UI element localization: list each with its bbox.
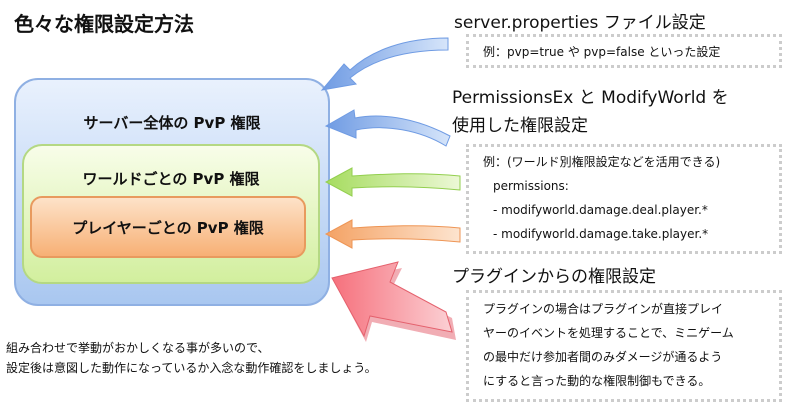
plugin-note-line2: ヤーのイベントを処理することで、ミニゲーム: [483, 326, 734, 340]
server-pvp-label: サーバー全体の PvP 権限: [83, 114, 261, 132]
plugin-note-line4: にすると言った動的な権限制御もできる。: [483, 374, 711, 388]
server-properties-note: 例：pvp=true や pvp=false といった設定: [466, 34, 782, 68]
player-pvp-box: プレイヤーごとの PvP 権限: [30, 196, 306, 258]
page-title: 色々な権限設定方法: [14, 12, 194, 36]
player-pvp-label: プレイヤーごとの PvP 権限: [72, 218, 264, 237]
arrow-plugin: [331, 261, 456, 342]
caution-note-line1: 組み合わせで挙動がおかしくなる事が多いので、: [6, 341, 270, 355]
plugin-heading: プラグインからの権限設定: [452, 267, 656, 287]
caution-note-line2: 設定後は意図した動作になっているか入念な動作確認をしましょう。: [6, 361, 377, 375]
arrow-player: [324, 219, 461, 249]
server-properties-note-text: 例：pvp=true や pvp=false といった設定: [483, 45, 721, 59]
permissionsex-note-line2: permissions:: [493, 179, 569, 193]
permissionsex-note-line1: 例：(ワールド別権限設定などを活用できる): [483, 155, 721, 169]
permissionsex-heading-line1: PermissionsEx と ModifyWorld を: [452, 88, 729, 108]
world-pvp-label: ワールドごとの PvP 権限: [82, 170, 260, 188]
permissionsex-note-line4: - modifyworld.damage.take.player.*: [493, 227, 709, 241]
server-properties-heading: server.properties ファイル設定: [454, 13, 706, 33]
permissionsex-heading: PermissionsEx と ModifyWorld を 使用した権限設定: [452, 84, 729, 140]
plugin-note-line1: プラグインの場合はプラグインが直接プレイ: [483, 302, 724, 316]
permissionsex-note: 例：(ワールド別権限設定などを活用できる) permissions: - mod…: [466, 144, 782, 254]
arrow-server-properties: [320, 37, 449, 91]
plugin-note-line3: の最中だけ参加者間のみダメージが通るよう: [483, 350, 723, 364]
permissionsex-heading-line2: 使用した権限設定: [452, 116, 588, 136]
plugin-note: プラグインの場合はプラグインが直接プレイ ヤーのイベントを処理することで、ミニゲ…: [466, 290, 782, 402]
arrow-permissionsex: [324, 109, 451, 147]
permissionsex-note-line3: - modifyworld.damage.deal.player.*: [493, 203, 708, 217]
arrow-world: [324, 167, 461, 197]
caution-note: 組み合わせで挙動がおかしくなる事が多いので、 設定後は意図した動作になっているか…: [6, 338, 377, 378]
